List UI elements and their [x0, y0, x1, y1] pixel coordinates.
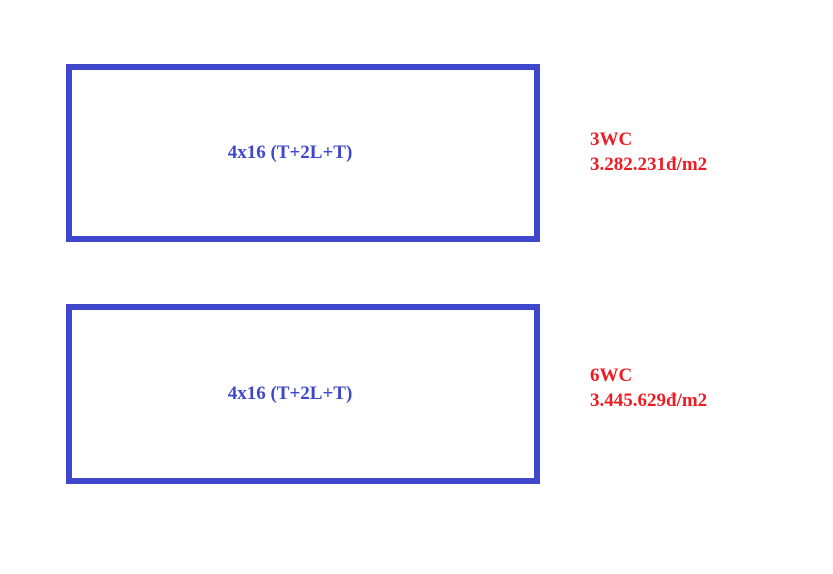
- price-block-3wc: 3WC 3.282.231đ/m2: [590, 127, 707, 177]
- spec-label-3wc: 4x16 (T+2L+T): [227, 142, 353, 163]
- price-value-3wc: 3.282.231đ/m2: [590, 154, 708, 175]
- price-title-6wc: 6WC: [590, 365, 633, 386]
- price-block-6wc: 6WC 3.445.629đ/m2: [590, 363, 707, 413]
- spec-box-3wc: 4x16 (T+2L+T): [66, 64, 540, 242]
- spec-label-6wc: 4x16 (T+2L+T): [227, 383, 353, 404]
- price-title-3wc: 3WC: [590, 129, 633, 150]
- price-value-6wc: 3.445.629đ/m2: [590, 390, 708, 411]
- spec-box-6wc: 4x16 (T+2L+T): [66, 304, 540, 484]
